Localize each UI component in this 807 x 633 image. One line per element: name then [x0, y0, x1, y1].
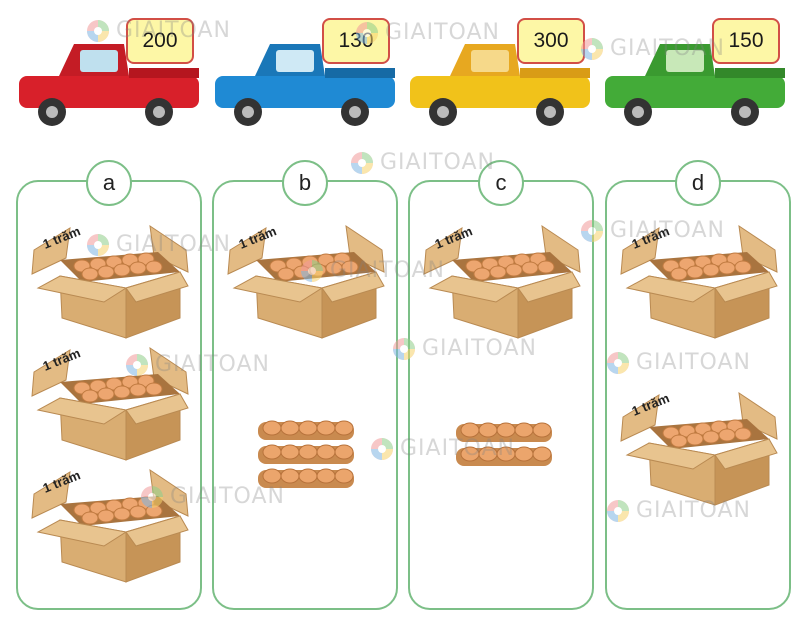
egg-box: 1 trăm [422, 210, 582, 340]
logo-wheel [141, 485, 163, 508]
logo-wheel [393, 337, 415, 360]
panel-d-letter: d [675, 160, 721, 206]
watermark: GIAITOAN [606, 498, 751, 523]
egg-tray [258, 468, 354, 488]
logo-wheel [607, 351, 629, 374]
egg-trays-stack [258, 420, 354, 488]
egg-box-icon [620, 224, 778, 339]
logo-wheel [351, 151, 373, 174]
watermark: GIAITOAN [140, 484, 285, 509]
truck-green-number: 150 [712, 18, 780, 64]
logo-wheel [371, 437, 393, 460]
watermark: GIAITOAN [350, 150, 495, 175]
panel-a[interactable]: a 1 trăm 1 trăm 1 trăm [16, 160, 202, 610]
watermark-logo-icon [392, 337, 416, 361]
logo-wheel [301, 259, 323, 282]
watermark: GIAITOAN [86, 18, 231, 43]
egg-box: 1 trăm [619, 210, 779, 340]
truck-yellow: 300 [405, 18, 595, 126]
truck-red: 200 [14, 18, 204, 126]
truck-red-number: 200 [126, 18, 194, 64]
watermark-logo-icon [125, 353, 149, 377]
panel-b-letter: b [282, 160, 328, 206]
egg-box: 1 trăm [226, 210, 386, 340]
watermark-logo-icon [580, 219, 604, 243]
watermark: GIAITOAN [86, 232, 231, 257]
watermark-logo-icon [606, 351, 630, 375]
logo-wheel [87, 19, 109, 42]
logo-wheel [581, 37, 603, 60]
egg-trays-stack [456, 422, 552, 466]
watermark-logo-icon [300, 259, 324, 283]
truck-yellow-icon [410, 44, 590, 126]
watermark: GIAITOAN [580, 36, 725, 61]
logo-wheel [87, 233, 109, 256]
watermark-logo-icon [86, 233, 110, 257]
panel-c-letter: c [478, 160, 524, 206]
truck-blue-number: 130 [322, 18, 390, 64]
egg-box-icon [31, 224, 189, 339]
egg-tray [456, 422, 552, 442]
egg-tray [258, 420, 354, 440]
egg-tray [456, 446, 552, 466]
watermark-logo-icon [606, 499, 630, 523]
panel-c[interactable]: c 1 trăm [408, 160, 594, 610]
watermark-logo-icon [86, 19, 110, 43]
watermark-logo-icon [370, 437, 394, 461]
truck-blue: 130 [210, 18, 400, 126]
egg-box: 1 trăm [619, 377, 779, 507]
logo-wheel [607, 499, 629, 522]
truck-yellow-number: 300 [517, 18, 585, 64]
egg-box-icon [423, 224, 581, 339]
logo-wheel [126, 353, 148, 376]
truck-red-icon [19, 44, 199, 126]
watermark: GIAITOAN [355, 20, 500, 45]
watermark: GIAITOAN [392, 336, 537, 361]
watermark: GIAITOAN [300, 258, 445, 283]
logo-wheel [356, 21, 378, 44]
truck-green-icon [605, 44, 785, 126]
logo-wheel [581, 219, 603, 242]
egg-box-icon [31, 346, 189, 461]
watermark: GIAITOAN [370, 436, 515, 461]
panel-a-letter: a [86, 160, 132, 206]
watermark-logo-icon [580, 37, 604, 61]
egg-box-icon [620, 391, 778, 506]
watermark: GIAITOAN [580, 218, 725, 243]
egg-box-icon [227, 224, 385, 339]
watermark-logo-icon [350, 151, 374, 175]
truck-green: 150 [600, 18, 790, 126]
watermark-logo-icon [140, 485, 164, 509]
watermark-logo-icon [355, 21, 379, 45]
egg-box-icon [31, 468, 189, 583]
panel-b[interactable]: b 1 trăm [212, 160, 398, 610]
watermark: GIAITOAN [606, 350, 751, 375]
truck-blue-icon [215, 44, 395, 126]
panel-d[interactable]: d 1 trăm 1 trăm [605, 160, 791, 610]
watermark: GIAITOAN [125, 352, 270, 377]
egg-box: 1 trăm [30, 332, 190, 462]
egg-tray [258, 444, 354, 464]
egg-box: 1 trăm [30, 210, 190, 340]
egg-box: 1 trăm [30, 454, 190, 584]
